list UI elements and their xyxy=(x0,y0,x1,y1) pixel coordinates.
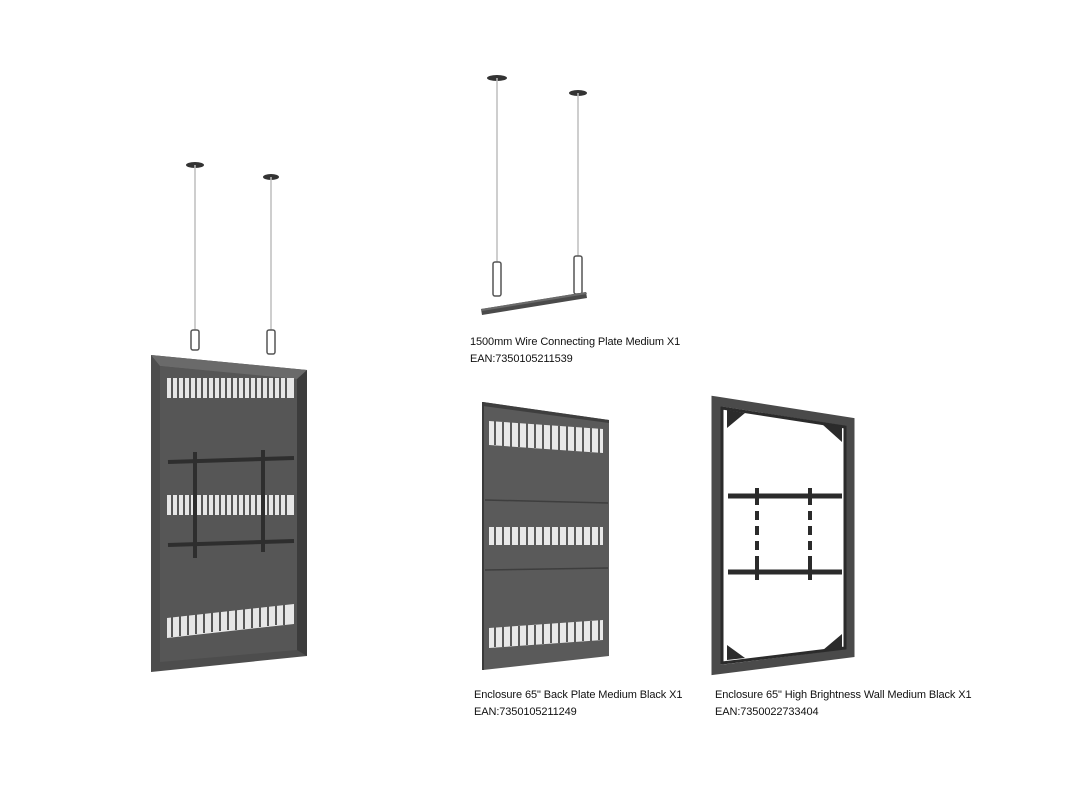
product-name: Enclosure 65" High Brightness Wall Mediu… xyxy=(715,689,972,701)
product-name: 1500mm Wire Connecting Plate Medium X1 xyxy=(470,336,681,348)
product-ean: EAN:7350022733404 xyxy=(715,706,819,718)
product-ean: EAN:7350105211539 xyxy=(470,353,573,365)
product-caption-back-plate: Enclosure 65" Back Plate Medium Black X1… xyxy=(474,687,683,721)
product-caption-wall-frame: Enclosure 65" High Brightness Wall Mediu… xyxy=(715,687,972,721)
product-ean: EAN:7350105211249 xyxy=(474,706,577,718)
product-caption-wire-plate: 1500mm Wire Connecting Plate Medium X1 E… xyxy=(470,334,680,368)
ceiling-anchor-right xyxy=(263,174,279,355)
product-name: Enclosure 65" Back Plate Medium Black X1 xyxy=(474,689,683,701)
ceiling-anchor-left xyxy=(186,162,204,351)
assembled-enclosure xyxy=(151,355,307,672)
